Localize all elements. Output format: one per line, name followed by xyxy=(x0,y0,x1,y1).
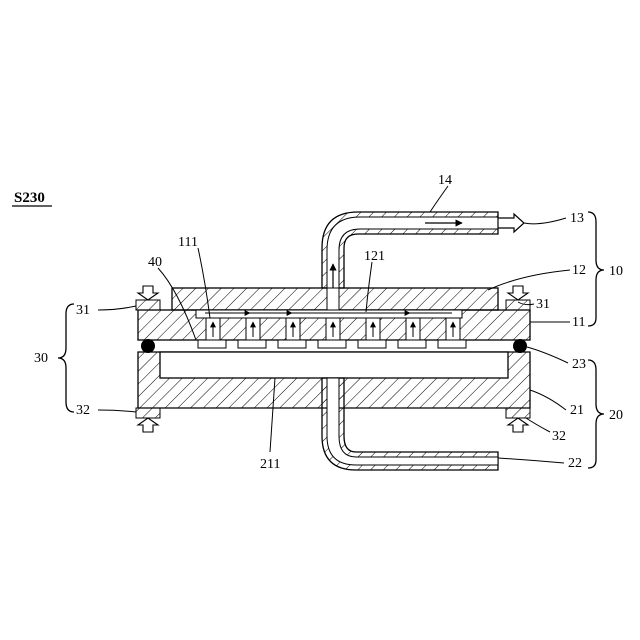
label-121: 121 xyxy=(364,249,385,264)
label-13: 13 xyxy=(570,211,584,226)
brace-30 xyxy=(58,304,74,412)
label-31-right: 31 xyxy=(536,297,550,312)
o-ring-right xyxy=(513,339,527,353)
label-32-left: 32 xyxy=(76,403,90,418)
label-111: 111 xyxy=(178,235,198,250)
label-10: 10 xyxy=(609,264,623,279)
label-30: 30 xyxy=(34,351,48,366)
label-22: 22 xyxy=(568,456,582,471)
clamp-31-left xyxy=(136,300,160,310)
label-14: 14 xyxy=(438,173,452,188)
label-31-left: 31 xyxy=(76,303,90,318)
outlet-exit-arrow xyxy=(498,214,524,232)
label-40: 40 xyxy=(148,255,162,270)
clamp-32-right xyxy=(506,408,530,418)
label-11: 11 xyxy=(572,315,585,330)
pipe-through-top-plate xyxy=(327,288,339,310)
flow-channel-121 xyxy=(196,310,462,318)
clamp-32-left xyxy=(136,408,160,418)
brace-10 xyxy=(588,212,604,326)
label-12: 12 xyxy=(572,263,586,278)
label-20: 20 xyxy=(609,408,623,423)
label-21: 21 xyxy=(570,403,584,418)
o-ring-left xyxy=(141,339,155,353)
label-211: 211 xyxy=(260,457,280,472)
press-up-arrow-right xyxy=(508,418,528,432)
brace-20 xyxy=(588,360,604,468)
press-up-arrow-left xyxy=(138,418,158,432)
label-32-right: 32 xyxy=(552,429,566,444)
press-down-arrow-right xyxy=(508,286,528,300)
label-23: 23 xyxy=(572,357,586,372)
chips-40 xyxy=(198,340,466,348)
step-label: S230 xyxy=(14,190,45,206)
cavity-211 xyxy=(160,352,508,378)
press-down-arrow-left xyxy=(138,286,158,300)
outlet-pipe-bore xyxy=(327,217,498,288)
